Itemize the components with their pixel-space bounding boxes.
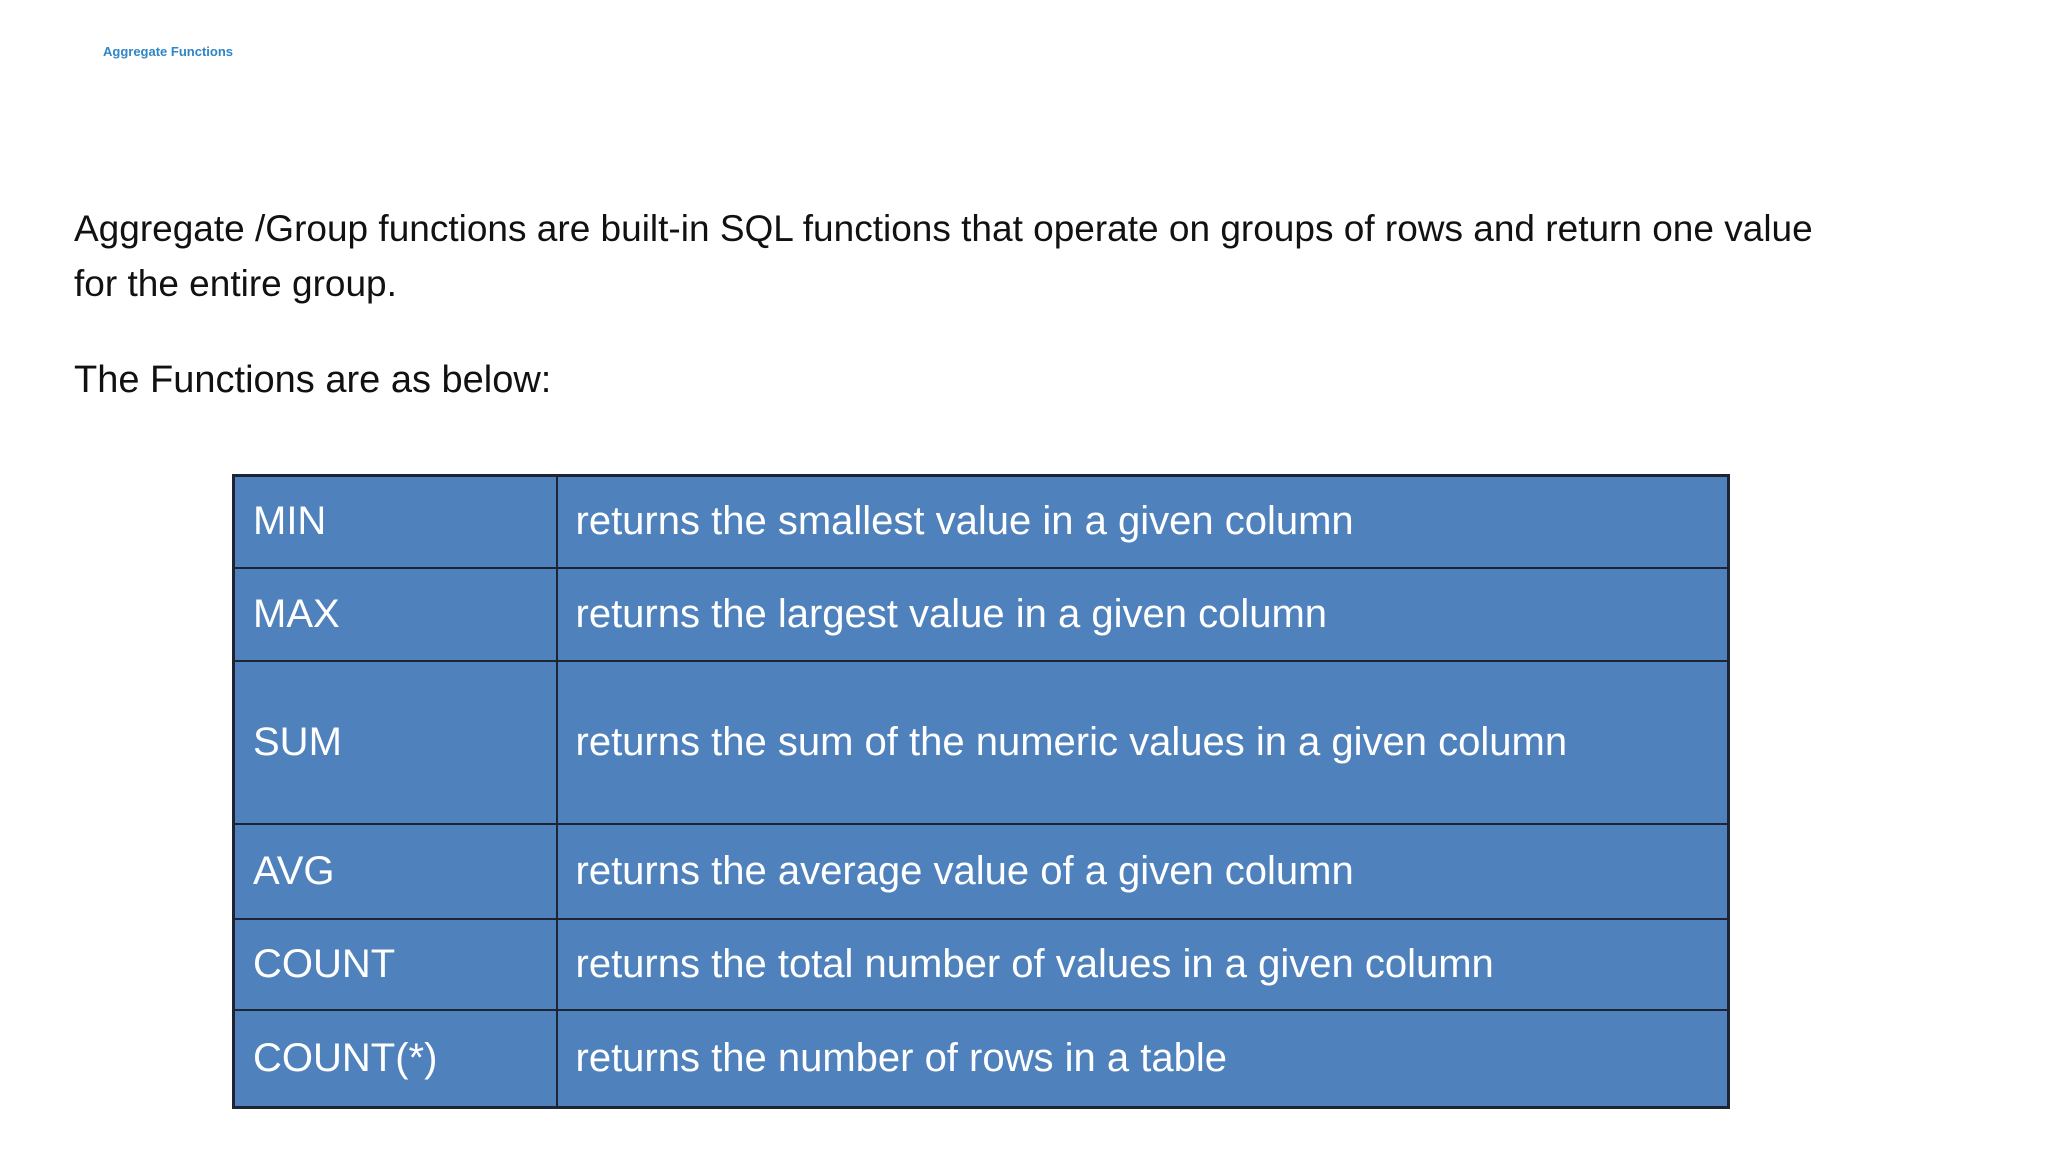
function-name-cell: AVG <box>232 822 558 920</box>
function-description-cell: returns the sum of the numeric values in… <box>555 659 1730 825</box>
function-description-cell: returns the total number of values in a … <box>555 917 1730 1011</box>
function-description-cell: returns the largest value in a given col… <box>555 566 1730 662</box>
table-row: MAX returns the largest value in a given… <box>232 566 1730 662</box>
function-name-cell: SUM <box>232 659 558 825</box>
function-description-cell: returns the average value of a given col… <box>555 822 1730 920</box>
slide-header-title: Aggregate Functions <box>103 44 234 59</box>
table-row: MIN returns the smallest value in a give… <box>232 474 1730 569</box>
table-row: COUNT(*) returns the number of rows in a… <box>232 1008 1730 1109</box>
functions-list-heading: The Functions are as below: <box>74 359 552 401</box>
intro-paragraph: Aggregate /Group functions are built-in … <box>74 208 1813 304</box>
function-name-cell: COUNT(*) <box>232 1008 558 1109</box>
function-description-cell: returns the number of rows in a table <box>555 1008 1730 1109</box>
table-row: AVG returns the average value of a given… <box>232 822 1730 920</box>
aggregate-functions-table: MIN returns the smallest value in a give… <box>232 474 1730 1109</box>
table-row: SUM returns the sum of the numeric value… <box>232 659 1730 825</box>
function-name-cell: MAX <box>232 566 558 662</box>
function-name-cell: COUNT <box>232 917 558 1011</box>
function-name-cell: MIN <box>232 474 558 569</box>
function-description-cell: returns the smallest value in a given co… <box>555 474 1730 569</box>
table-row: COUNT returns the total number of values… <box>232 917 1730 1011</box>
